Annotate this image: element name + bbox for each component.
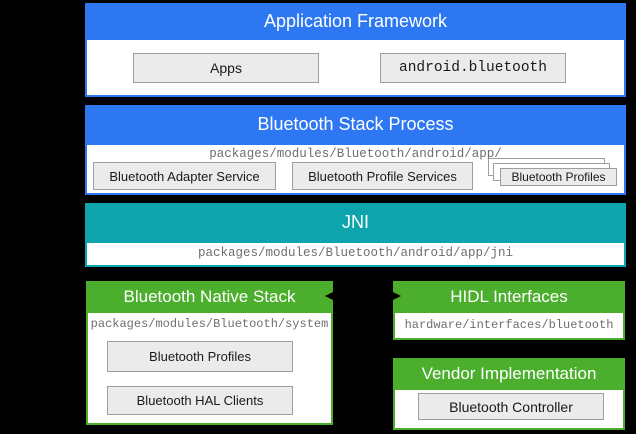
hidl-path-label: hardware/interfaces/bluetooth — [395, 318, 623, 332]
vendor-implementation-body: Bluetooth Controller — [393, 388, 625, 430]
jni-body: packages/modules/Bluetooth/android/app/j… — [85, 241, 626, 267]
bluetooth-profiles-stack-front: Bluetooth Profiles — [500, 168, 617, 186]
hidl-interfaces-body: hardware/interfaces/bluetooth — [393, 311, 625, 340]
apps-box: Apps — [133, 53, 319, 83]
bluetooth-adapter-service-box: Bluetooth Adapter Service — [93, 162, 276, 190]
jni-header: JNI — [85, 203, 626, 241]
hidl-interfaces-header: HIDL Interfaces — [393, 281, 625, 311]
bluetooth-stack-process-header: Bluetooth Stack Process — [85, 105, 626, 143]
android-bluetooth-box: android.bluetooth — [380, 53, 566, 83]
bluetooth-native-stack-body: packages/modules/Bluetooth/system Blueto… — [86, 311, 333, 425]
bluetooth-profiles-box: Bluetooth Profiles — [107, 341, 293, 372]
bluetooth-native-stack-header: Bluetooth Native Stack — [86, 281, 333, 311]
bidirectional-arrow — [325, 289, 401, 303]
bluetooth-controller-box: Bluetooth Controller — [418, 393, 604, 420]
vendor-implementation-header: Vendor Implementation — [393, 358, 625, 388]
application-framework-body: Apps android.bluetooth — [85, 38, 626, 97]
jni-path-label: packages/modules/Bluetooth/android/app/j… — [87, 246, 624, 260]
bluetooth-hal-clients-box: Bluetooth HAL Clients — [107, 386, 293, 415]
bluetooth-stack-process-body: packages/modules/Bluetooth/android/app/ … — [85, 143, 626, 195]
bluetooth-profile-services-box: Bluetooth Profile Services — [292, 162, 473, 190]
native-stack-path-label: packages/modules/Bluetooth/system — [88, 317, 331, 331]
bluetooth-profiles-stack: Bluetooth Profiles — [488, 158, 618, 188]
application-framework-header: Application Framework — [85, 3, 626, 38]
